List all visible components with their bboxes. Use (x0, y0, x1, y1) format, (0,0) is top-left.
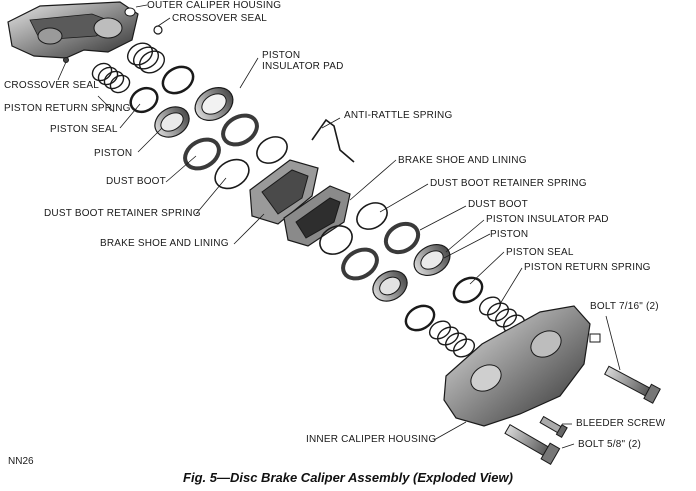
figure-caption: Fig. 5—Disc Brake Caliper Assembly (Expl… (183, 470, 513, 485)
label-bolt-5-8: BOLT 5/8" (2) (578, 439, 642, 450)
label-crossover-seal-left: CROSSOVER SEAL (4, 80, 100, 91)
dust-boots-lower (319, 202, 421, 281)
label-piston-seal-right: PISTON SEAL (506, 247, 574, 258)
label-brake-shoe-and-lining-right: BRAKE SHOE AND LINING (398, 155, 527, 166)
piston-return-springs-upper (91, 42, 166, 94)
label-bolt-7-16: BOLT 7/16" (2) (590, 301, 659, 312)
label-piston-return-spring-left: PISTON RETURN SPRING (4, 103, 131, 114)
leader-lines (57, 4, 621, 449)
label-outer-caliper-housing: OUTER CALIPER HOUSING (147, 0, 282, 11)
label-piston-insulator-pad-right: PISTON INSULATOR PAD (486, 214, 609, 225)
piston-seal-rings-upper (129, 65, 195, 114)
brake-shoes (249, 159, 351, 247)
label-brake-shoe-and-lining-left: BRAKE SHOE AND LINING (100, 238, 229, 249)
label-dust-boot-left: DUST BOOT (106, 176, 166, 187)
label-crossover-seal-top: CROSSOVER SEAL (172, 13, 268, 24)
anti-rattle-spring-part (311, 118, 355, 163)
label-inner-caliper-housing: INNER CALIPER HOUSING (306, 434, 437, 445)
inner-caliper-housing-part (443, 305, 601, 427)
label-piston-left: PISTON (94, 148, 133, 159)
label-anti-rattle-spring: ANTI-RATTLE SPRING (344, 110, 453, 121)
label-piston-right: PISTON (490, 229, 529, 240)
label-dust-boot-retainer-spring-right: DUST BOOT RETAINER SPRING (430, 178, 587, 189)
label-piston-insulator-pad-top: PISTON INSULATOR PAD (262, 50, 344, 72)
label-dust-boot-right: DUST BOOT (468, 199, 528, 210)
dust-boots-upper (183, 113, 288, 190)
reference-code: NN26 (8, 456, 34, 467)
outer-caliper-housing (7, 1, 139, 59)
pistons-upper (154, 87, 234, 138)
label-dust-boot-retainer-spring-left: DUST BOOT RETAINER SPRING (44, 208, 201, 219)
bolts (504, 365, 661, 465)
pistons-lower (372, 243, 451, 302)
label-piston-seal-left: PISTON SEAL (50, 124, 118, 135)
label-bleeder-screw: BLEEDER SCREW (576, 418, 666, 429)
label-piston-return-spring-right: PISTON RETURN SPRING (524, 262, 651, 273)
